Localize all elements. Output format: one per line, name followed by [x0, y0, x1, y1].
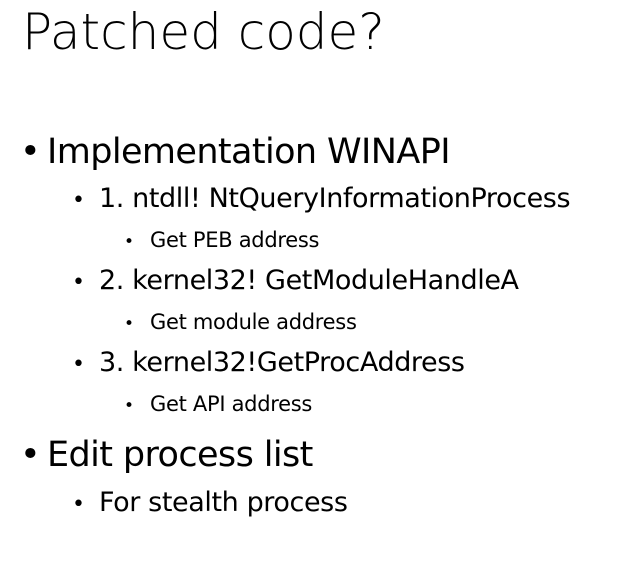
- bullet-dot-icon: •: [72, 492, 85, 517]
- bullet-text: Get PEB address: [150, 228, 320, 252]
- bullet-dot-icon: •: [20, 435, 41, 475]
- bullet-text: 1. ntdll! NtQueryInformationProcess: [99, 183, 571, 214]
- bullet-text: Get API address: [150, 392, 313, 416]
- bullet-text: 3. kernel32!GetProcAddress: [99, 347, 465, 378]
- bullet-text: Get module address: [150, 310, 357, 334]
- bullet-text: Implementation WINAPI: [47, 132, 451, 172]
- bullet-level2: • For stealth process: [72, 487, 348, 521]
- bullet-level3: • Get API address: [124, 391, 312, 419]
- bullet-level1: • Implementation WINAPI: [20, 132, 451, 172]
- bullet-level2: • 1. ntdll! NtQueryInformationProcess: [72, 183, 571, 217]
- bullet-text: 2. kernel32! GetModuleHandleA: [99, 265, 519, 296]
- bullet-dot-icon: •: [124, 396, 135, 416]
- bullet-dot-icon: •: [124, 232, 135, 252]
- bullet-level2: • 3. kernel32!GetProcAddress: [72, 347, 465, 381]
- bullet-dot-icon: •: [72, 352, 85, 377]
- bullet-level1: • Edit process list: [20, 435, 313, 475]
- bullet-dot-icon: •: [72, 188, 85, 213]
- bullet-level2: • 2. kernel32! GetModuleHandleA: [72, 265, 519, 299]
- bullet-level3: • Get PEB address: [124, 227, 319, 255]
- bullet-dot-icon: •: [20, 132, 41, 172]
- bullet-text: Edit process list: [47, 435, 313, 475]
- bullet-dot-icon: •: [72, 270, 85, 295]
- slide-title: Patched code?: [22, 3, 385, 61]
- bullet-dot-icon: •: [124, 314, 135, 334]
- bullet-text: For stealth process: [99, 487, 348, 518]
- bullet-level3: • Get module address: [124, 309, 357, 337]
